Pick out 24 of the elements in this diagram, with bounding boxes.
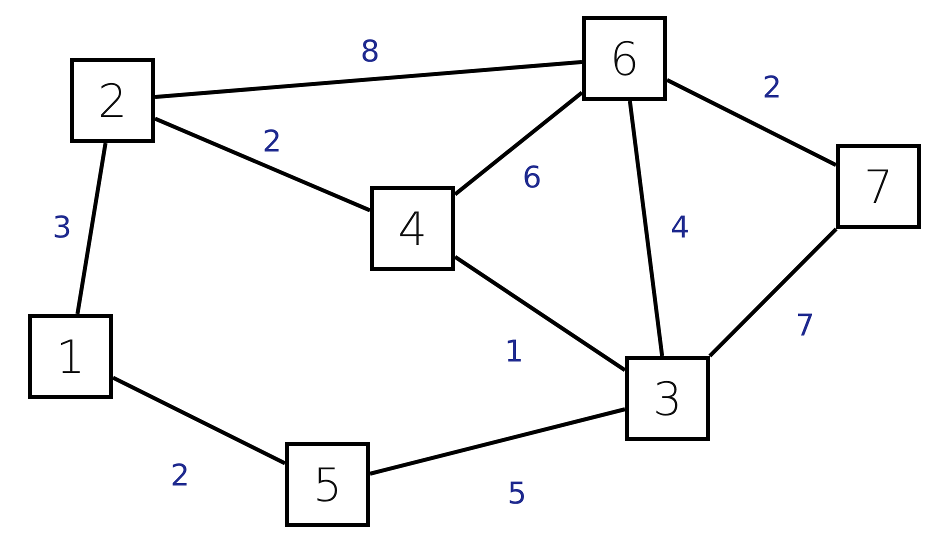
- connector-line: [154, 60, 582, 99]
- node-label: 3: [652, 372, 682, 426]
- node-box: [70, 58, 155, 143]
- node-label: 4: [398, 202, 428, 256]
- node-label: 2: [98, 74, 128, 128]
- node-box: [582, 16, 667, 101]
- node-label: 7: [864, 160, 894, 214]
- connector-line: [370, 407, 626, 476]
- node-box: [28, 314, 113, 399]
- node-box: [625, 356, 710, 441]
- node-box: [285, 442, 370, 527]
- connector-line: [76, 142, 108, 314]
- node-label: 5: [312, 458, 342, 512]
- connector-line: [154, 116, 371, 212]
- node-label: 1: [56, 330, 86, 384]
- connector-line: [112, 376, 286, 466]
- connector-line: [628, 100, 664, 356]
- connector-line: [454, 255, 626, 372]
- node-label: 6: [610, 32, 640, 86]
- node-box: [836, 144, 921, 229]
- connector-line: [454, 91, 584, 196]
- node-box: [370, 186, 455, 271]
- connector-line: [666, 78, 837, 167]
- connector-line: [708, 228, 838, 358]
